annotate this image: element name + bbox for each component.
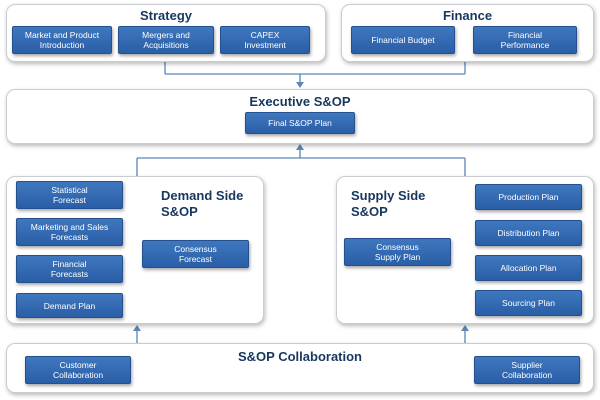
customer-collaboration-box[interactable]: Customer Collaboration [25, 356, 131, 384]
finance-panel: Finance Financial Budget Financial Perfo… [341, 4, 594, 62]
executive-sop-panel: Executive S&OP Final S&OP Plan [6, 89, 594, 144]
marketing-sales-forecasts-box[interactable]: Marketing and Sales Forecasts [16, 218, 123, 246]
strategy-title: Strategy [139, 8, 193, 23]
allocation-plan-box[interactable]: Allocation Plan [475, 255, 582, 281]
demand-plan-box[interactable]: Demand Plan [16, 293, 123, 318]
demand-side-title: Demand Side S&OP [161, 188, 244, 219]
market-product-introduction-box[interactable]: Market and Product Introduction [12, 26, 112, 54]
sourcing-plan-box[interactable]: Sourcing Plan [475, 290, 582, 316]
mergers-acquisitions-box[interactable]: Mergers and Acquisitions [118, 26, 214, 54]
supply-side-panel: Supply Side S&OP Consensus Supply Plan P… [336, 176, 594, 324]
consensus-supply-plan-box[interactable]: Consensus Supply Plan [344, 238, 451, 266]
financial-forecasts-box[interactable]: Financial Forecasts [16, 255, 123, 283]
sop-collaboration-panel: S&OP Collaboration Customer Collaboratio… [6, 343, 594, 393]
demand-side-panel: Demand Side S&OP Statistical Forecast Ma… [6, 176, 264, 324]
financial-performance-box[interactable]: Financial Performance [473, 26, 577, 54]
executive-sop-title: Executive S&OP [249, 94, 351, 109]
supplier-collaboration-box[interactable]: Supplier Collaboration [474, 356, 580, 384]
strategy-panel: Strategy Market and Product Introduction… [6, 4, 326, 62]
final-sop-plan-box[interactable]: Final S&OP Plan [245, 112, 355, 134]
supply-side-title: Supply Side S&OP [351, 188, 426, 219]
distribution-plan-box[interactable]: Distribution Plan [475, 220, 582, 246]
finance-title: Finance [442, 8, 493, 23]
financial-budget-box[interactable]: Financial Budget [351, 26, 455, 54]
sop-collaboration-title: S&OP Collaboration [238, 349, 362, 364]
capex-investment-box[interactable]: CAPEX Investment [220, 26, 310, 54]
consensus-forecast-box[interactable]: Consensus Forecast [142, 240, 249, 268]
statistical-forecast-box[interactable]: Statistical Forecast [16, 181, 123, 209]
production-plan-box[interactable]: Production Plan [475, 184, 582, 210]
